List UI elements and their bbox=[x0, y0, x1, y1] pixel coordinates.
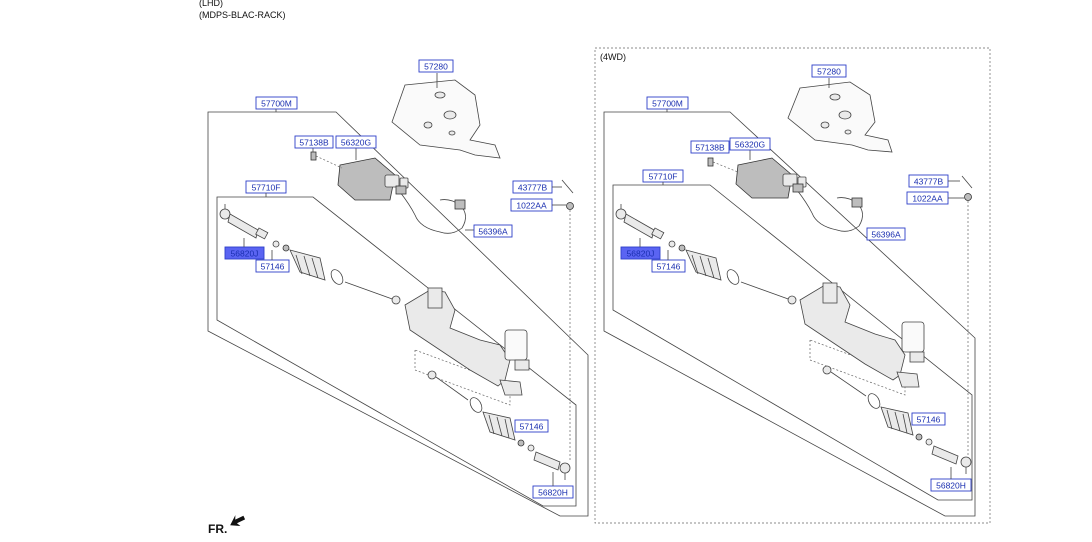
header-line-2: (MDPS-BLAC-RACK) bbox=[199, 10, 286, 20]
svg-text:56320G: 56320G bbox=[735, 140, 765, 150]
cover-part-4wd bbox=[787, 81, 893, 153]
boot-left-part bbox=[289, 249, 326, 281]
label-assembly-left[interactable]: 57700M bbox=[255, 96, 298, 110]
left-panel: 57280 57700M 57138B 56320G 57710F bbox=[207, 59, 589, 517]
label-boot-left-left[interactable]: 57146 bbox=[255, 259, 290, 273]
svg-text:43777B: 43777B bbox=[518, 183, 548, 193]
gear-outline-4wd bbox=[612, 184, 973, 501]
svg-text:56820H: 56820H bbox=[936, 481, 966, 491]
svg-text:57280: 57280 bbox=[817, 67, 841, 77]
svg-text:57700M: 57700M bbox=[652, 99, 683, 109]
clip-part-4wd bbox=[961, 175, 973, 189]
svg-text:57146: 57146 bbox=[657, 262, 681, 272]
label-tie-rod-end-right-left[interactable]: 56820H bbox=[532, 485, 574, 499]
ring-right bbox=[469, 397, 483, 413]
nut-part-4wd bbox=[964, 193, 972, 201]
svg-text:57146: 57146 bbox=[261, 262, 285, 272]
label-motor-right[interactable]: 56320G bbox=[729, 137, 771, 151]
front-arrow-icon bbox=[230, 515, 246, 527]
ring-left bbox=[330, 269, 344, 285]
label-bolt-left[interactable]: 57138B bbox=[294, 135, 334, 149]
label-boot-left-right[interactable]: 57146 bbox=[651, 259, 686, 273]
tie-rod-end-right bbox=[533, 451, 571, 480]
bolt-part-4wd bbox=[707, 157, 739, 173]
svg-text:57700M: 57700M bbox=[261, 99, 292, 109]
bolt-part bbox=[310, 148, 343, 169]
assembly-outline bbox=[207, 111, 589, 517]
label-gear-left[interactable]: 57710F bbox=[245, 180, 287, 194]
clamp-left bbox=[282, 244, 290, 252]
svg-text:57138B: 57138B bbox=[299, 138, 329, 148]
rack-housing bbox=[404, 287, 530, 396]
label-nut-right[interactable]: 1022AA bbox=[906, 191, 949, 205]
boot-right-part bbox=[482, 411, 516, 441]
clip-part bbox=[561, 179, 574, 194]
label-bolt-right[interactable]: 57138B bbox=[690, 140, 730, 154]
boot-right-part-4wd bbox=[880, 406, 914, 436]
label-nut-left[interactable]: 1022AA bbox=[510, 198, 553, 212]
svg-text:56396A: 56396A bbox=[478, 227, 508, 237]
nut-part bbox=[566, 202, 574, 210]
boot-left-part-4wd bbox=[685, 249, 722, 281]
label-boot-right-right[interactable]: 57146 bbox=[911, 412, 946, 426]
tie-rod-end-right-4wd bbox=[931, 445, 972, 474]
4wd-subtitle: (4WD) bbox=[600, 52, 626, 62]
rack-housing-4wd bbox=[799, 282, 925, 388]
svg-text:57710F: 57710F bbox=[252, 183, 281, 193]
svg-text:57146: 57146 bbox=[520, 422, 544, 432]
label-tie-rod-end-right-right[interactable]: 56820H bbox=[930, 478, 972, 492]
label-clip-right[interactable]: 43777B bbox=[908, 174, 949, 188]
label-tie-rod-end-right-panel[interactable]: 56820J bbox=[620, 246, 661, 260]
header-line-1: (LHD) bbox=[199, 0, 223, 8]
label-gear-right[interactable]: 57710F bbox=[642, 169, 684, 183]
svg-text:57710F: 57710F bbox=[649, 172, 678, 182]
label-harness-left[interactable]: 56396A bbox=[473, 224, 513, 238]
label-tie-rod-end-left[interactable]: 56820J bbox=[224, 246, 265, 260]
svg-text:1022AA: 1022AA bbox=[516, 201, 547, 211]
gear-outline bbox=[216, 196, 577, 507]
label-cover-left[interactable]: 57280 bbox=[418, 59, 454, 73]
subassembly-dash-4wd bbox=[809, 339, 906, 396]
cover-part bbox=[391, 79, 501, 159]
harness-part-4wd bbox=[792, 183, 863, 232]
label-boot-right-left[interactable]: 57146 bbox=[514, 419, 549, 433]
label-motor-left[interactable]: 56320G bbox=[335, 135, 377, 149]
svg-text:57280: 57280 bbox=[424, 62, 448, 72]
subassembly-dash bbox=[414, 349, 511, 406]
tie-rod-end-left-4wd bbox=[615, 204, 665, 240]
right-panel: 57280 57700M 57138B 56320G 57710F bbox=[603, 64, 976, 517]
svg-text:56820H: 56820H bbox=[538, 488, 568, 498]
label-assembly-right[interactable]: 57700M bbox=[646, 96, 689, 110]
svg-text:56820J: 56820J bbox=[231, 249, 259, 259]
front-label: FR. bbox=[208, 522, 228, 536]
motor-part bbox=[337, 157, 409, 201]
svg-text:43777B: 43777B bbox=[914, 177, 944, 187]
svg-text:56320G: 56320G bbox=[341, 138, 371, 148]
svg-text:1022AA: 1022AA bbox=[912, 194, 943, 204]
4wd-frame bbox=[594, 47, 991, 524]
svg-text:56820J: 56820J bbox=[627, 249, 655, 259]
label-cover-right[interactable]: 57280 bbox=[811, 64, 847, 78]
tie-rod-end-left bbox=[219, 204, 269, 240]
label-harness-right[interactable]: 56396A bbox=[866, 227, 906, 241]
svg-text:57146: 57146 bbox=[917, 415, 941, 425]
harness-part bbox=[395, 185, 475, 234]
svg-text:56396A: 56396A bbox=[871, 230, 901, 240]
nut-small-left bbox=[272, 240, 280, 248]
assembly-outline-4wd bbox=[603, 111, 976, 517]
svg-text:57138B: 57138B bbox=[695, 143, 725, 153]
label-clip-left[interactable]: 43777B bbox=[512, 180, 553, 194]
